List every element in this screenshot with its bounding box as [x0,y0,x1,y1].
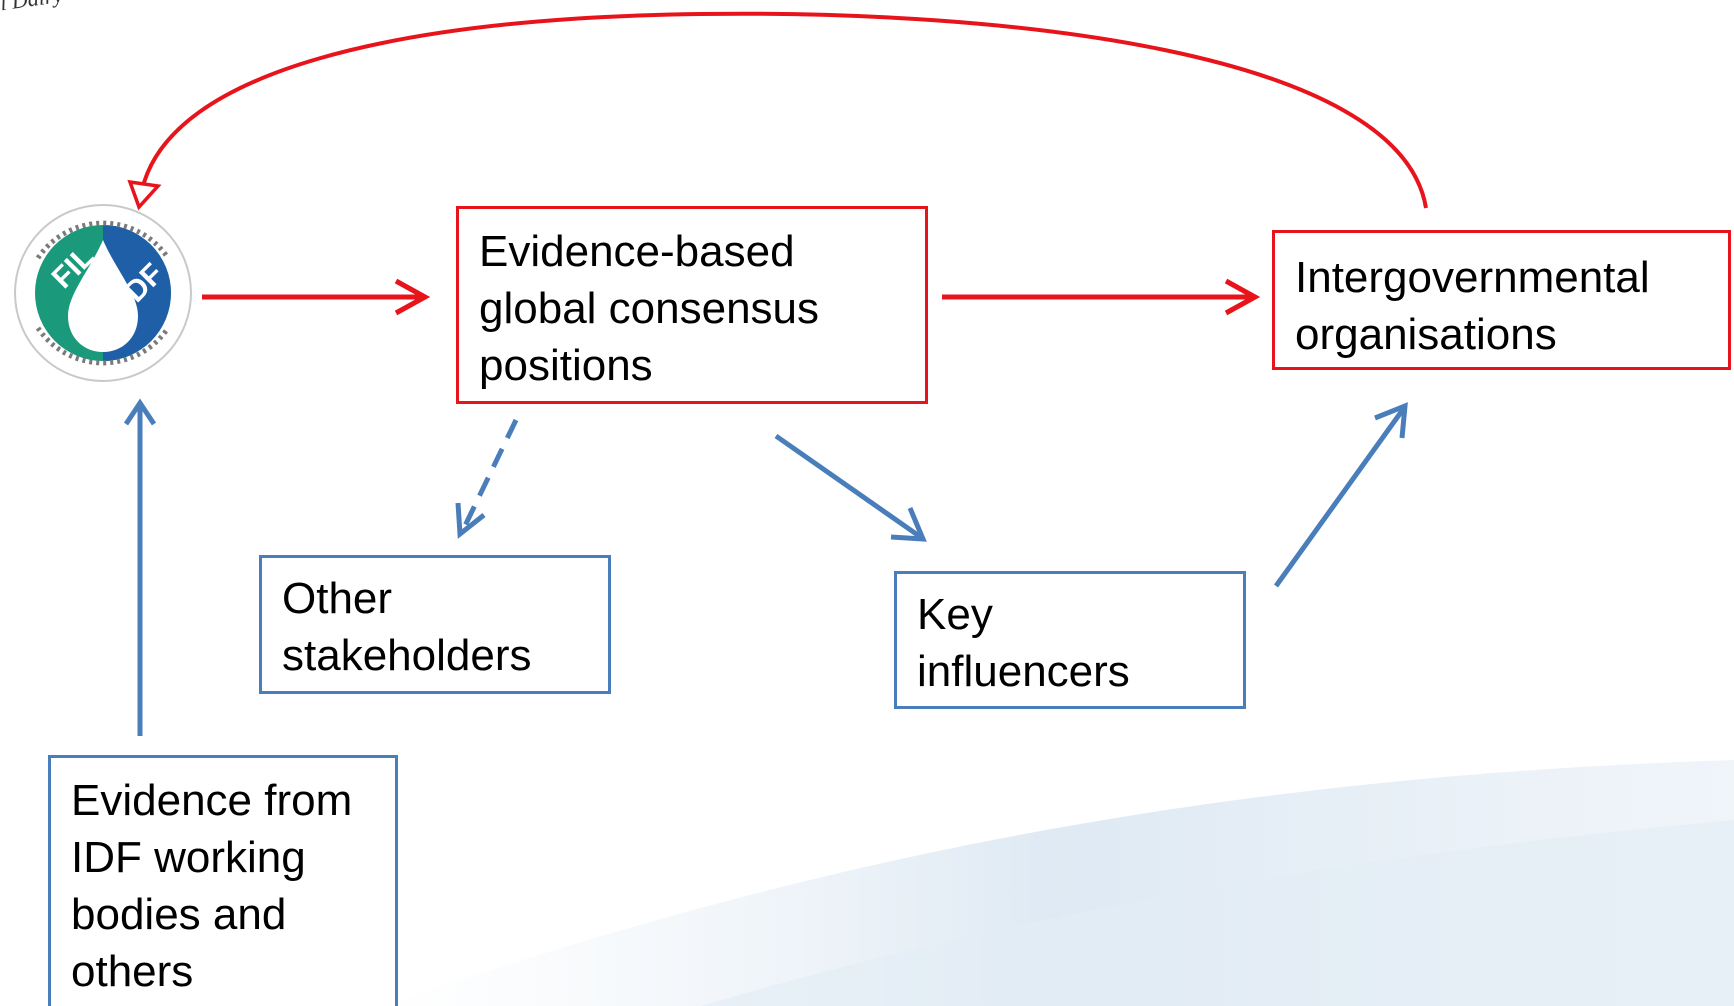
node-other-line-1: Other [282,574,393,623]
node-intergov-line-2: organisations [1295,310,1557,359]
node-evidence-based-line-3: positions [479,341,653,390]
arrow-key-influencers-to-intergov [1273,406,1407,588]
arrow-idf-to-evidence-based-head [394,278,431,316]
node-intergovernmental-organisations: Intergovernmental organisations [1272,230,1731,370]
node-key-line-1: Key [917,590,993,639]
arrow-evidence-based-to-other-stakeholders [459,418,519,534]
arrow-key-influencers-to-intergov-head [1374,402,1408,439]
node-evidence-from-line-3: bodies and [71,890,287,939]
node-evidence-from-line-1: Evidence from [71,776,353,825]
node-evidence-from-line-2: IDF working [71,833,306,882]
node-evidence-based-line-2: global consensus [479,284,820,333]
arrow-evidence-based-to-key-influencers-head [890,507,927,542]
node-other-stakeholders: Other stakeholders [259,555,611,694]
node-evidence-from-line-4: others [71,947,194,996]
arrow-intergov-to-idf-head [127,179,162,211]
arrow-evidence-based-to-intergov-head [1224,278,1261,316]
node-evidence-based-positions: Evidence-based global consensus position… [456,206,928,404]
node-other-line-2: stakeholders [282,631,532,680]
node-evidence-from-idf: Evidence from IDF working bodies and oth… [48,755,398,1006]
arrow-evidence-based-to-other-stakeholders-head [455,502,486,539]
node-intergov-line-1: Intergovernmental [1295,253,1650,302]
node-evidence-based-line-1: Evidence-based [479,227,795,276]
arrow-evidence-from-to-idf-head [123,398,157,426]
idf-logo: FIL IDF [14,204,192,382]
node-key-line-2: influencers [917,647,1130,696]
arrow-evidence-based-to-key-influencers [774,433,924,541]
arrow-intergov-to-idf [140,11,1428,209]
node-key-influencers: Key influencers [894,571,1246,709]
